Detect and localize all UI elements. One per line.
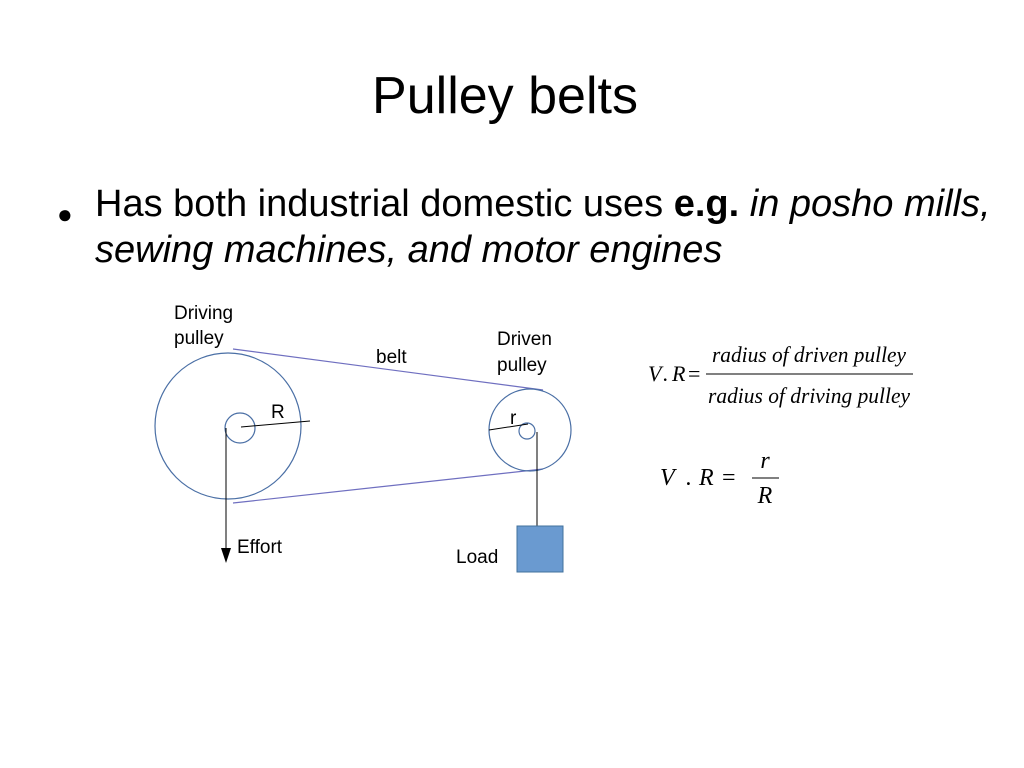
driving-pulley-hub — [224, 412, 256, 444]
driven-pulley-hub — [518, 422, 536, 440]
formula-velocity-ratio-words: V . R = radius of driven pulley radius o… — [648, 342, 913, 408]
formula1-dot: . — [663, 361, 669, 386]
formula-velocity-ratio-symbols: V . R = r R — [660, 448, 779, 509]
driving-pulley-label-line1: Driving — [174, 303, 233, 324]
load-label: Load — [456, 547, 498, 568]
formula2-equals: = — [722, 465, 736, 491]
bullet-dot: ● — [57, 199, 73, 229]
formula2-v: V — [660, 465, 677, 491]
radius-small-label: r — [510, 408, 517, 429]
driving-pulley-label-line2: pulley — [174, 328, 224, 349]
driven-pulley-label-line1: Driven — [497, 329, 552, 350]
effort-arrow-head — [221, 548, 231, 563]
formula2-dot: . — [686, 465, 692, 491]
driving-pulley — [154, 352, 302, 500]
radius-large-label: R — [271, 402, 285, 423]
bullet-text: Has both industrial domestic uses e.g. i… — [95, 181, 995, 273]
formula1-equals: = — [688, 361, 700, 386]
belt-bottom-line — [232, 468, 544, 504]
formula2-denominator: R — [757, 483, 773, 509]
belt-top-line — [232, 348, 544, 391]
bullet-text-italic: in posho mills, sewing machines, and mot… — [95, 183, 991, 271]
formula2-numerator: r — [760, 448, 770, 474]
bullet-text-bold: e.g. — [673, 183, 740, 225]
radius-line-small — [488, 423, 529, 431]
formula1-v: V — [648, 361, 664, 386]
effort-label: Effort — [237, 537, 283, 558]
formula1-denominator: radius of driving pulley — [708, 383, 910, 408]
formula1-numerator: radius of driven pulley — [712, 342, 906, 367]
driven-pulley-label-line2: pulley — [497, 355, 547, 376]
load-block — [516, 525, 564, 573]
belt-label: belt — [376, 347, 407, 368]
formula1-r: R — [671, 361, 686, 386]
slide-title: Pulley belts — [372, 67, 638, 125]
bullet-text-plain: Has both industrial domestic uses — [95, 183, 674, 225]
formula2-r: R — [698, 465, 714, 491]
driven-pulley — [488, 388, 572, 472]
radius-line-large — [240, 420, 311, 428]
